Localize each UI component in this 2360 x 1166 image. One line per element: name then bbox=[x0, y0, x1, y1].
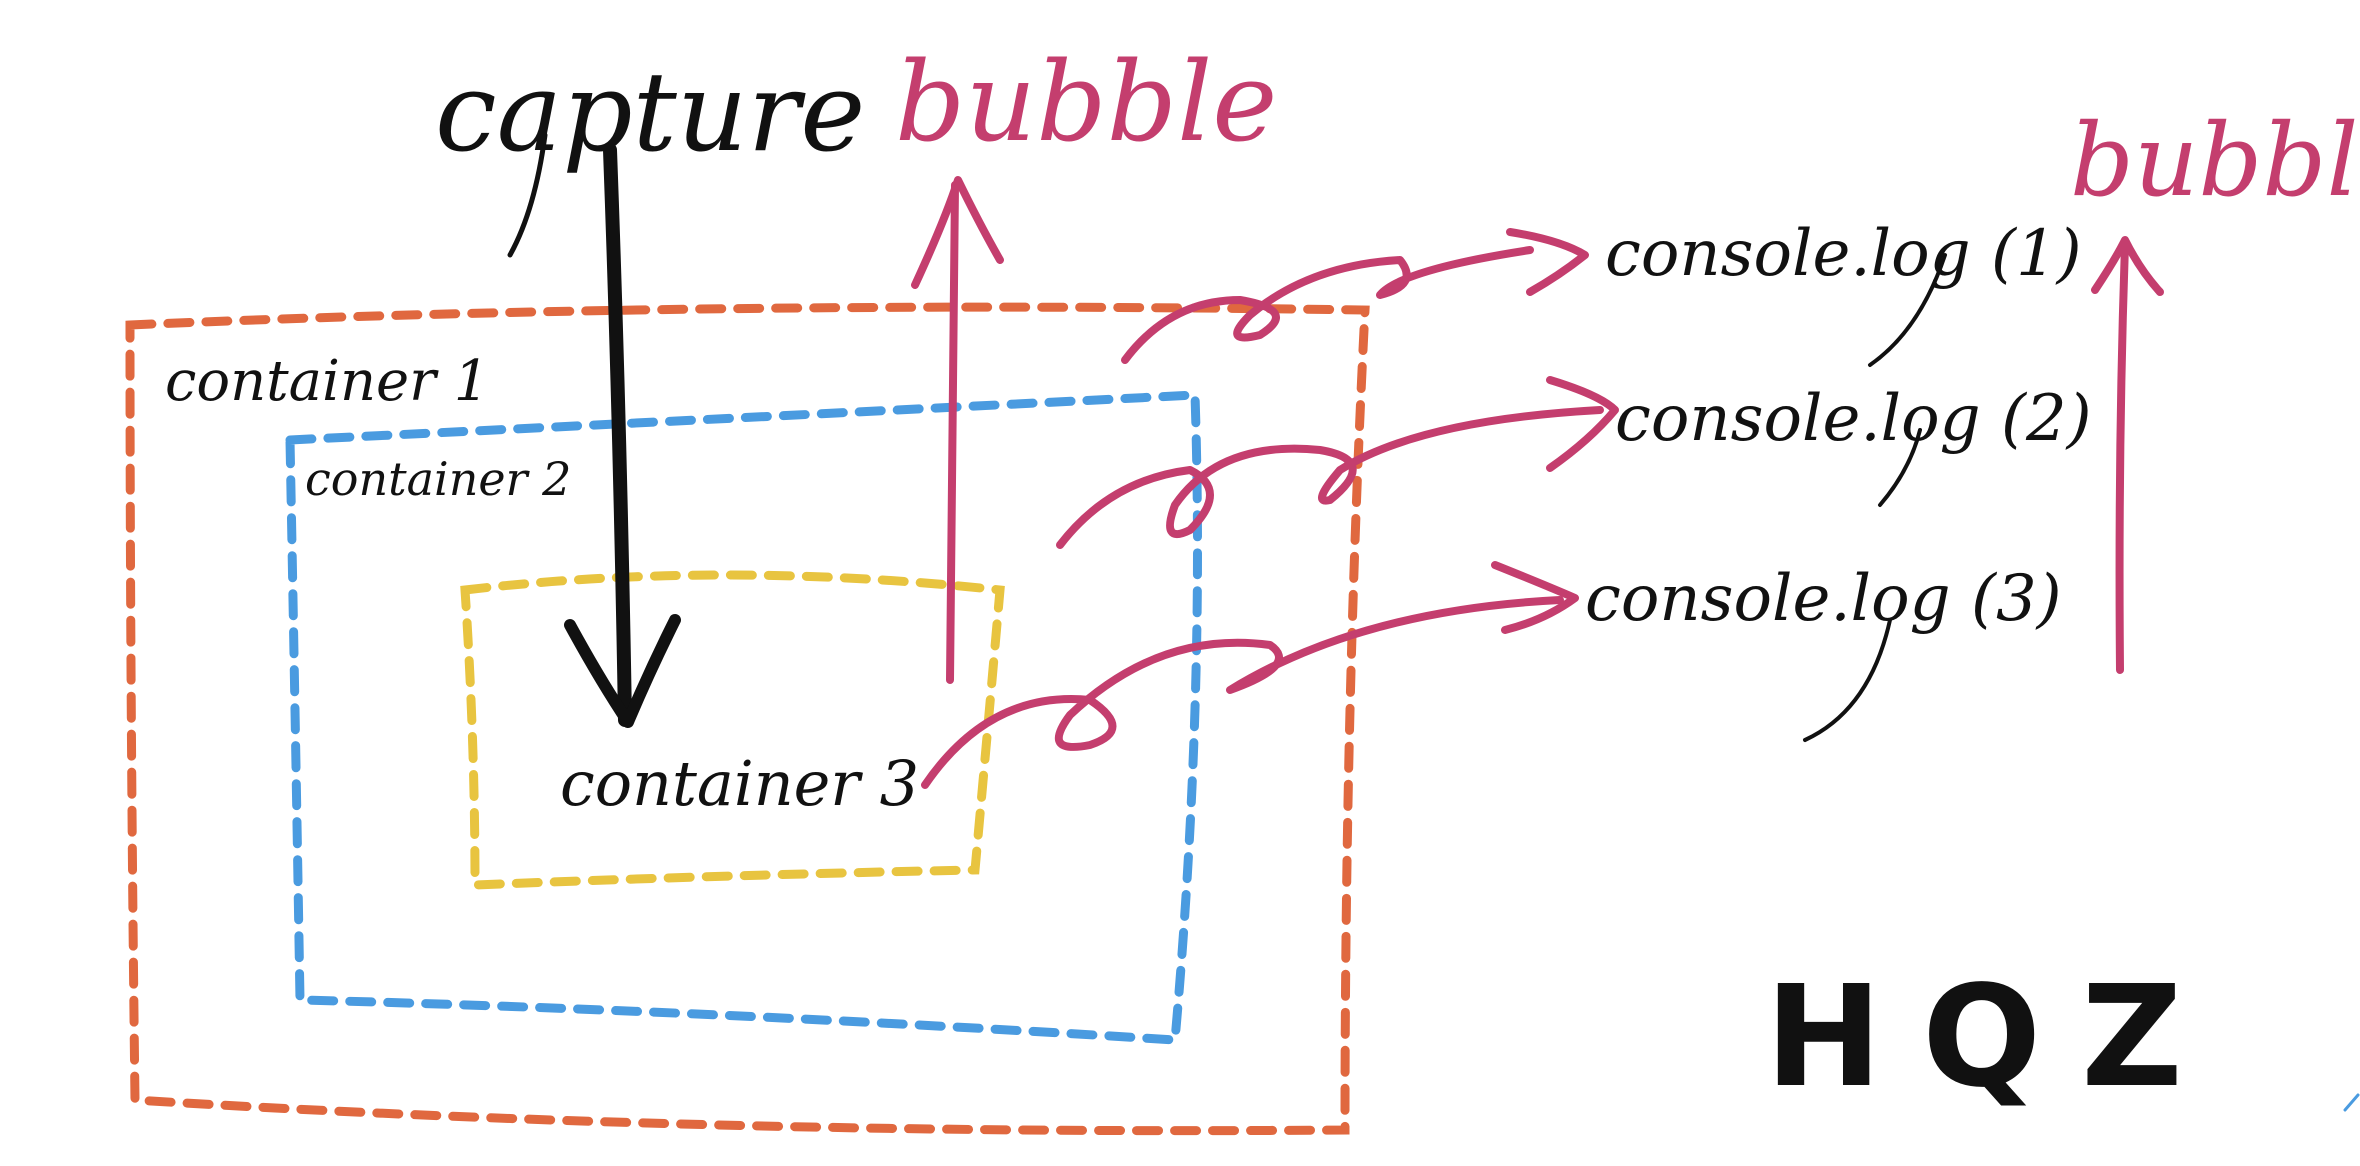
bubble-label-right: bubble bbox=[2070, 102, 2360, 219]
bubble-arrow-left bbox=[946, 181, 959, 684]
container3-box bbox=[460, 570, 1005, 890]
log1-arrow bbox=[1121, 246, 1534, 364]
bubble-arrowhead-right bbox=[2091, 236, 2164, 296]
log3-arrowhead bbox=[1491, 561, 1579, 634]
container3-label: container 3 bbox=[560, 747, 919, 820]
bubble-arrowhead-left bbox=[911, 176, 1004, 289]
log3-arrow bbox=[921, 596, 1564, 789]
container1-box bbox=[125, 302, 1370, 1136]
log1-descender bbox=[1868, 253, 1947, 367]
log3-descender bbox=[1803, 618, 1892, 742]
bubble-label-left: bubble bbox=[895, 38, 1277, 166]
log2-label: console.log (2) bbox=[1615, 382, 2092, 456]
corner-mark bbox=[2343, 1093, 2360, 1112]
log1-label: console.log (1) bbox=[1605, 217, 2082, 291]
log2-descender bbox=[1878, 428, 1922, 507]
signature: HQZ bbox=[1765, 956, 2223, 1119]
capture-label: capture bbox=[435, 48, 865, 176]
log1-arrowhead bbox=[1506, 228, 1589, 296]
container2-label: container 2 bbox=[305, 452, 571, 506]
capture-arrow bbox=[603, 143, 632, 727]
bubble-arrow-right bbox=[2115, 241, 2129, 674]
capture-tail bbox=[507, 132, 548, 258]
capture-arrowhead bbox=[564, 614, 681, 728]
log2-arrow bbox=[1056, 406, 1604, 549]
log2-arrowhead bbox=[1546, 376, 1619, 472]
container2-box bbox=[285, 390, 1202, 1045]
log3-label: console.log (3) bbox=[1585, 562, 2062, 636]
container1-label: container 1 bbox=[165, 349, 489, 414]
